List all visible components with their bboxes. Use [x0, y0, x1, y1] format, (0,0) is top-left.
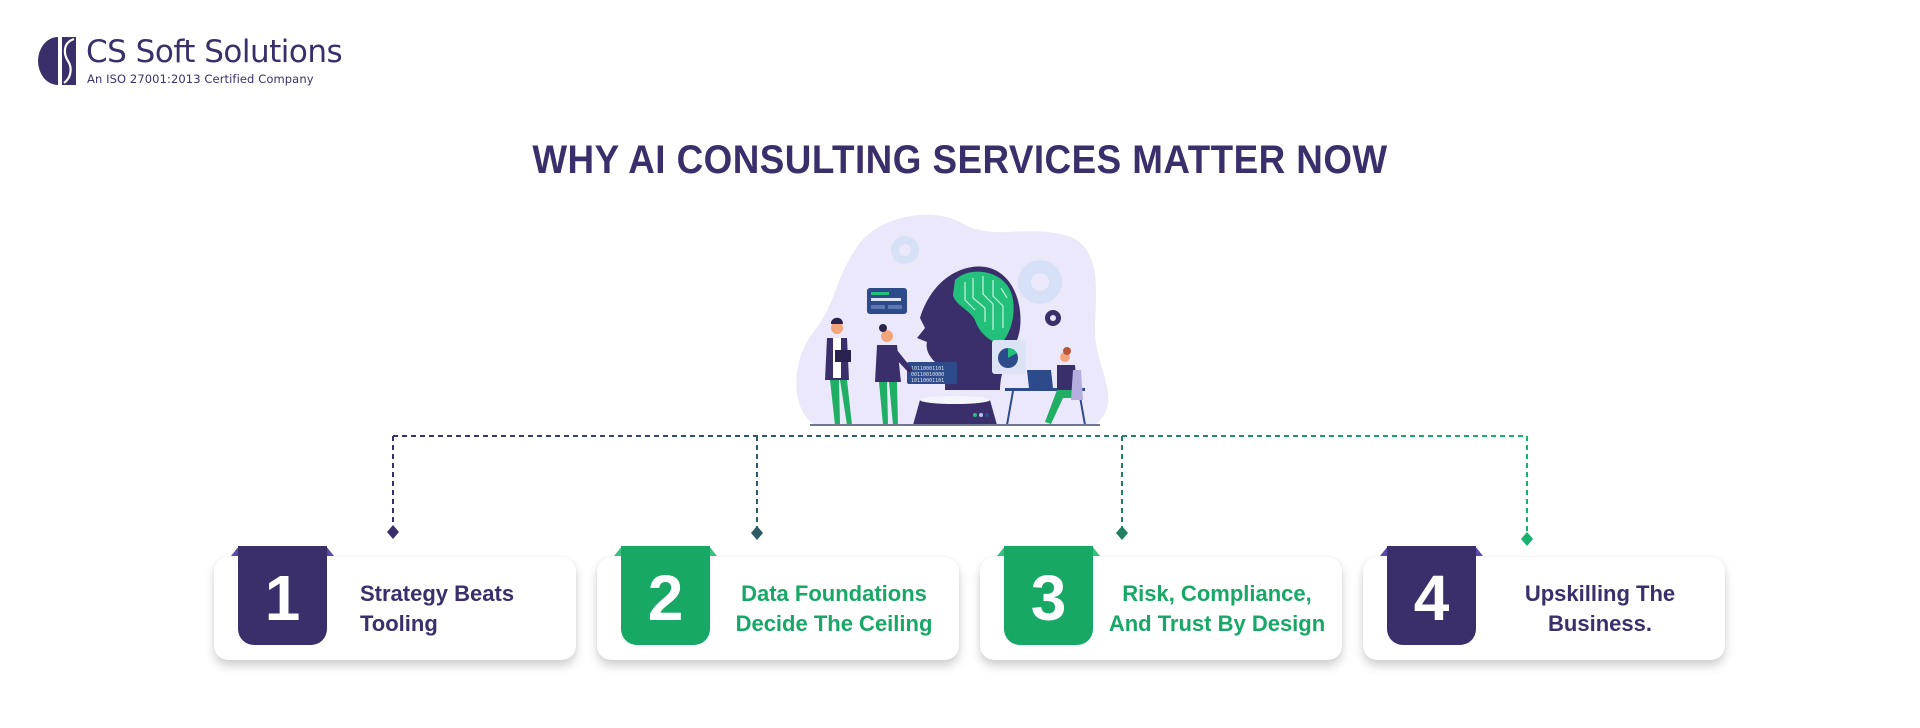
ai-consulting-illustration: 10110001101 00110010000 10110001101: [796, 214, 1109, 426]
person-at-desk-icon: [1005, 347, 1086, 426]
diamond-marker-1: [387, 525, 399, 539]
card-number: 2: [647, 561, 684, 634]
number-badge: 4: [1387, 546, 1476, 645]
card-title-line1: Risk, Compliance,: [1122, 580, 1312, 606]
card-title-line2: Decide The Ceiling: [735, 610, 933, 636]
number-badge: 1: [238, 546, 327, 645]
progress-panel-icon: [867, 288, 907, 314]
card-title: Upskilling The Business.: [1481, 557, 1719, 660]
company-name: CS Soft Solutions: [86, 34, 343, 70]
gear-icon-small-dark: [1045, 310, 1061, 326]
card-title-line2: Business.: [1548, 610, 1652, 636]
card-title-line1: Data Foundations: [741, 580, 927, 606]
pedestal-icon: [913, 396, 997, 425]
svg-text:00110010000: 00110010000: [911, 372, 944, 378]
card-risk-compliance: 3 Risk, Compliance, And Trust By Design: [980, 546, 1342, 660]
diamond-marker-4: [1521, 532, 1533, 546]
card-upskilling: 4 Upskilling The Business.: [1363, 546, 1725, 660]
card-title: Strategy Beats Tooling: [332, 557, 570, 660]
card-number: 3: [1030, 561, 1067, 634]
person-with-clipboard-icon: [825, 317, 852, 425]
svg-text:10110001101: 10110001101: [911, 378, 944, 384]
card-title-line1: Strategy Beats: [360, 580, 515, 606]
card-title-line2: Tooling: [360, 610, 438, 636]
pie-chart-icon: [992, 340, 1026, 374]
card-data-foundations: 2 Data Foundations Decide The Ceiling: [597, 546, 959, 660]
card-title-line1: Upskilling The: [1524, 580, 1676, 606]
card-number: 1: [264, 561, 301, 634]
cs-logo-mark-icon: [38, 37, 76, 85]
laptop-icon: [1027, 370, 1053, 388]
card-title: Risk, Compliance, And Trust By Design: [1098, 557, 1336, 660]
person-pointing-icon: [875, 324, 913, 425]
card-number: 4: [1413, 561, 1450, 634]
diamond-marker-3: [1116, 526, 1128, 540]
card-title-line2: And Trust By Design: [1108, 610, 1326, 636]
page-title: WHY AI CONSULTING SERVICES MATTER NOW: [532, 138, 1388, 182]
svg-text:10110001101: 10110001101: [911, 366, 944, 372]
company-logo[interactable]: CS Soft Solutions An ISO 27001:2013 Cert…: [38, 34, 343, 90]
binary-panel-icon: 10110001101 00110010000 10110001101: [907, 362, 957, 384]
number-badge: 3: [1004, 546, 1093, 645]
floor-line: [810, 424, 1100, 426]
card-strategy: 1 Strategy Beats Tooling: [214, 546, 576, 660]
gear-icon-large: [1018, 260, 1062, 304]
number-badge: 2: [621, 546, 710, 645]
gear-icon: [891, 236, 919, 264]
diamond-marker-2: [751, 526, 763, 540]
company-tagline: An ISO 27001:2013 Certified Company: [87, 72, 314, 86]
card-title: Data Foundations Decide The Ceiling: [715, 557, 953, 660]
